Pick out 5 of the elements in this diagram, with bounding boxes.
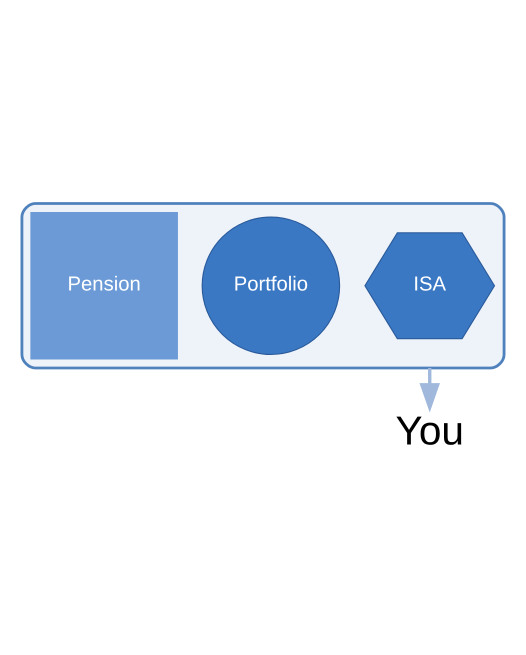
node-text: You — [396, 406, 464, 453]
cluster — [20, 202, 506, 369]
node-box: Pension — [30, 211, 178, 360]
arrow — [419, 368, 440, 412]
node-circle: Portfolio — [202, 216, 340, 355]
